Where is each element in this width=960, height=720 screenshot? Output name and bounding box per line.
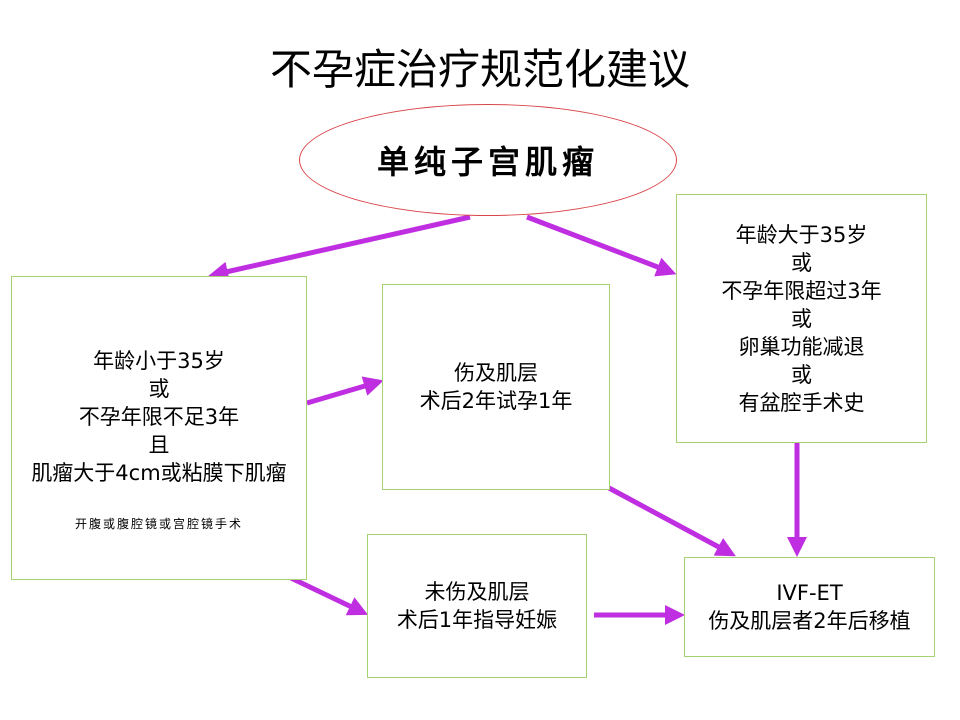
left-condition-box: 年龄小于35岁 或 不孕年限不足3年 且 肌瘤大于4cm或粘膜下肌瘤 开腹或腹腔… (11, 276, 307, 580)
ivf-line: IVF-ET (776, 581, 843, 605)
right-box-line: 不孕年限超过3年 (721, 278, 882, 303)
right-box-line: 或 (791, 250, 812, 275)
left-box-line: 不孕年限不足3年 (78, 404, 240, 429)
middle-top-line: 术后2年试孕1年 (419, 389, 573, 413)
ivf-et-box: IVF-ET 伤及肌层者2年后移植 (684, 557, 935, 657)
right-box-line: 卵巢功能减退 (738, 334, 865, 359)
arrow-left-to-middle-bottom (289, 575, 369, 616)
left-box-line: 且 (148, 432, 170, 457)
right-box-line: 年龄大于35岁 (735, 222, 868, 247)
right-condition-box: 年龄大于35岁 或 不孕年限超过3年 或 卵巢功能减退 或 有盆腔手术史 (676, 194, 927, 443)
arrow-middle-top-to-right-bottom (607, 485, 736, 557)
middle-bottom-line: 术后1年指导妊娠 (396, 608, 558, 632)
arrow-root-to-right-top (526, 214, 677, 277)
root-node-label: 单纯子宫肌瘤 (376, 143, 599, 181)
myometrium-injured-box: 伤及肌层 术后2年试孕1年 (382, 284, 610, 490)
middle-top-line: 伤及肌层 (454, 361, 538, 385)
root-node: 单纯子宫肌瘤 (299, 104, 677, 216)
right-box-line: 或 (791, 306, 812, 331)
arrow-root-to-left (208, 214, 471, 282)
ivf-line: 伤及肌层者2年后移植 (708, 609, 911, 633)
myometrium-not-injured-box: 未伤及肌层 术后1年指导妊娠 (367, 534, 587, 678)
left-box-line: 或 (148, 376, 170, 401)
page-title: 不孕症治疗规范化建议 (269, 45, 690, 94)
right-box-line: 有盆腔手术史 (738, 390, 865, 415)
left-box-note: 开腹或腹腔镜或宫腔镜手术 (74, 516, 243, 531)
left-box-line: 年龄小于35岁 (93, 348, 225, 373)
left-box-line: 肌瘤大于4cm或粘膜下肌瘤 (31, 460, 287, 485)
right-box-line: 或 (791, 362, 812, 387)
arrow-left-to-middle-top (306, 376, 384, 406)
middle-bottom-line: 未伤及肌层 (424, 580, 530, 604)
